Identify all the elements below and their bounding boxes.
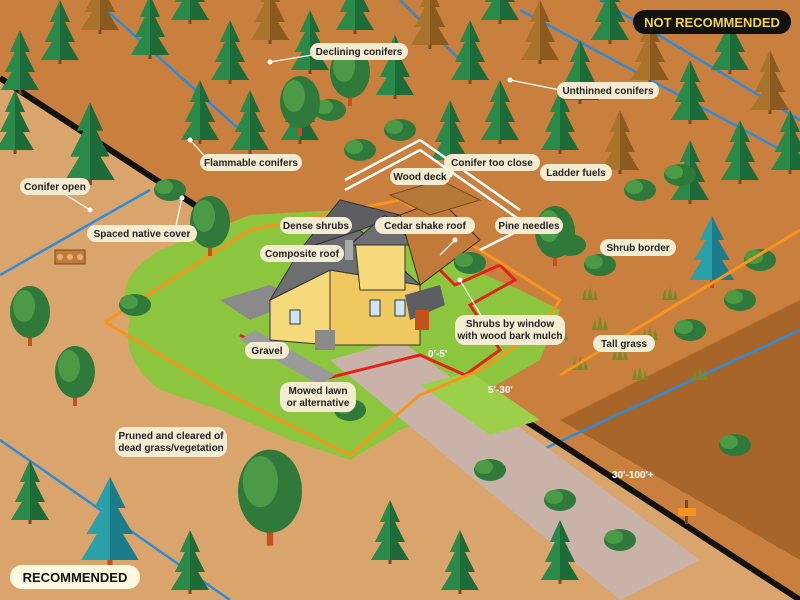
svg-text:Wood deck: Wood deck [393,172,447,183]
svg-text:Spaced native cover: Spaced native cover [94,229,191,240]
svg-text:with wood bark mulch: with wood bark mulch [456,331,562,342]
label-cedar-shake-roof: Cedar shake roof [375,217,475,234]
zone-line-5-30 [104,198,563,457]
svg-text:Pruned and cleared of: Pruned and cleared of [118,431,224,442]
label-flammable-conifers: Flammable conifers [200,154,302,171]
svg-text:Composite roof: Composite roof [265,249,340,260]
svg-text:Ladder fuels: Ladder fuels [546,168,606,179]
sign-post-icon [678,500,696,524]
label-ladder-fuels: Ladder fuels [540,164,612,181]
svg-text:Declining conifers: Declining conifers [316,47,403,58]
label-pine-needles: Pine needles [495,217,563,234]
zone-label-5-30: 5'-30' [488,385,513,396]
svg-text:Shrub border: Shrub border [606,243,669,254]
label-conifer-open: Conifer open [20,178,90,195]
svg-text:Tall grass: Tall grass [601,339,647,350]
label-mowed-lawn: Mowed lawn or alternative [280,382,356,412]
label-shrub-border: Shrub border [600,239,676,256]
label-wood-deck: Wood deck [390,168,450,185]
svg-text:Gravel: Gravel [251,346,282,357]
label-pruned-and-cleared: Pruned and cleared of dead grass/vegetat… [115,427,227,457]
side-path [420,372,540,435]
svg-text:Conifer too close: Conifer too close [451,158,533,169]
label-spaced-native-cover: Spaced native cover [87,225,197,242]
firewood-stack [54,249,86,265]
not-recommended-text: NOT RECOMMENDED [644,15,780,30]
not-recommended-banner: NOT RECOMMENDED [633,10,791,34]
zone-label-30-100: 30'-100'+ [612,470,654,481]
svg-text:Pine needles: Pine needles [498,221,560,232]
svg-text:Flammable conifers: Flammable conifers [204,158,298,169]
svg-text:dead grass/vegetation: dead grass/vegetation [118,443,224,454]
label-gravel: Gravel [245,342,289,359]
svg-text:or alternative: or alternative [287,398,350,409]
far-dark-ground [560,300,800,560]
label-shrubs-by-window: Shrubs by window with wood bark mulch [455,315,565,345]
recommended-text: RECOMMENDED [23,570,128,585]
svg-text:Unthinned conifers: Unthinned conifers [562,86,654,97]
white-fence [344,138,521,252]
recommended-banner: RECOMMENDED [10,565,140,589]
label-dense-shrubs: Dense shrubs [280,217,352,234]
svg-text:Mowed lawn: Mowed lawn [289,386,348,397]
svg-text:Conifer open: Conifer open [24,182,86,193]
label-tall-grass: Tall grass [593,335,655,352]
label-conifer-too-close: Conifer too close [444,154,540,171]
label-composite-roof: Composite roof [260,245,344,262]
svg-text:Shrubs by window: Shrubs by window [466,319,555,330]
zone-label-0-5: 0'-5' [428,349,447,360]
svg-text:Cedar shake roof: Cedar shake roof [384,221,466,232]
label-unthinned-conifers: Unthinned conifers [557,82,659,99]
label-declining-conifers: Declining conifers [310,43,408,60]
svg-text:Dense shrubs: Dense shrubs [283,221,350,232]
